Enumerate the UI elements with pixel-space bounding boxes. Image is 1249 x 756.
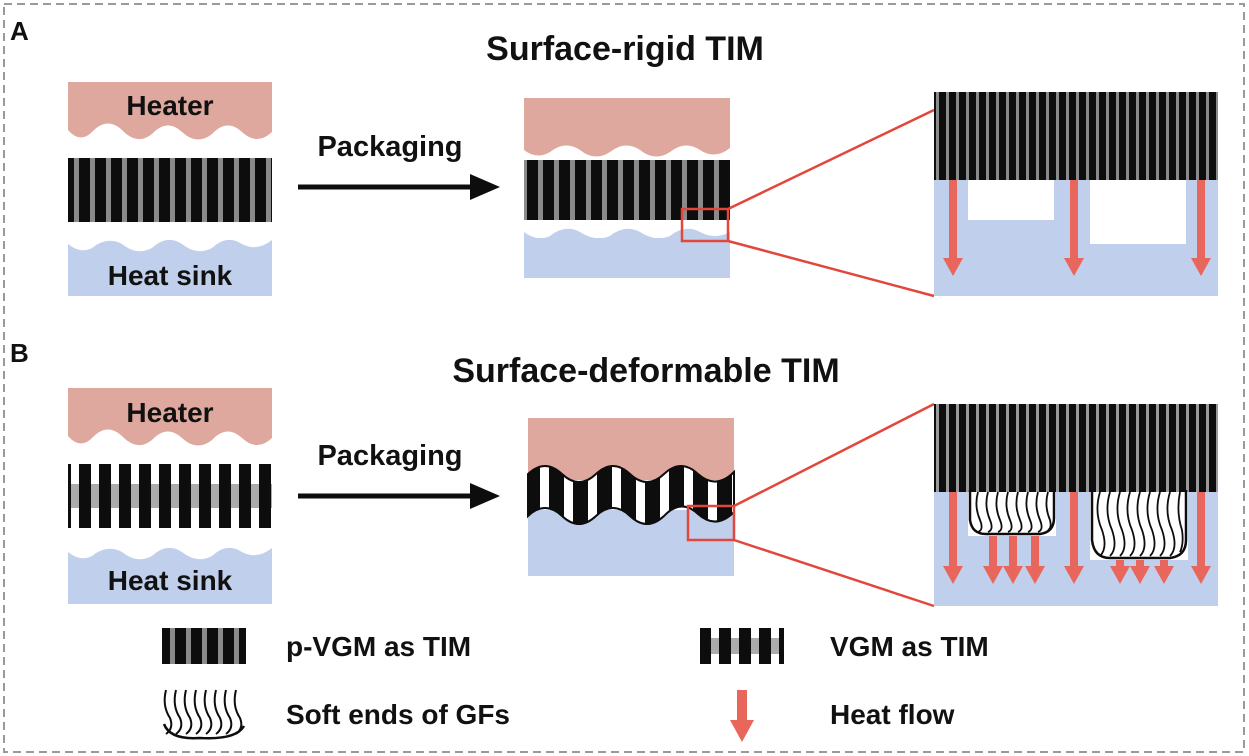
- legend-pvgm-label: p-VGM as TIM: [286, 631, 471, 662]
- heat-sink-packaged-a-base: [524, 238, 730, 278]
- heater-label-a: Heater: [126, 90, 213, 121]
- soft-ends-fill-1: [968, 490, 1056, 536]
- vgm-block-b: [68, 464, 272, 528]
- vgm-block-b-band: [68, 484, 272, 508]
- legend-heat-flow-label: Heat flow: [830, 699, 955, 730]
- heat-flow-arrows-b: [943, 492, 1211, 584]
- panel-a-letter: A: [10, 16, 29, 46]
- outer-dashed-frame: [3, 3, 1245, 753]
- gap-b-2: [1090, 490, 1188, 560]
- zoom-line-top-a: [727, 108, 935, 211]
- heat-flow-arrow-icon: [730, 690, 754, 742]
- packaging-arrowhead-icon-b: [470, 483, 500, 509]
- panel-a: A Surface-rigid TIM Heater Heat sink Pac…: [10, 16, 1218, 298]
- packaging-label-a: Packaging: [317, 131, 462, 163]
- panel-b-title: Surface-deformable TIM: [452, 352, 839, 390]
- legend-vgm-swatch-band: [700, 638, 784, 654]
- heater-block-a: [68, 82, 272, 140]
- panel-b: B Surface-deformable TIM Heater Heat sin…: [10, 338, 1218, 608]
- heat-sink-block-a: [68, 239, 272, 296]
- gap-a-1: [968, 180, 1054, 220]
- legend-vgm-label: VGM as TIM: [830, 631, 989, 662]
- zoom-line-bottom-b: [733, 538, 935, 608]
- zoom-pvgm-a: [934, 92, 1218, 180]
- heat-sink-label-a: Heat sink: [108, 260, 233, 291]
- legend-pvgm-swatch: [162, 628, 246, 664]
- zoom-box-icon: [680, 207, 730, 243]
- heat-sink-packaged-b: [528, 510, 734, 576]
- heater-block-b: [68, 388, 272, 446]
- packaging-arrowhead-icon: [470, 174, 500, 200]
- soft-ends-fill-2: [1090, 490, 1188, 560]
- soft-ends-icon: [162, 689, 246, 740]
- pvgm-packaged-a: [524, 160, 730, 220]
- heater-label-b: Heater: [126, 397, 213, 428]
- zoom-vgm-b: [934, 404, 1218, 492]
- heat-sink-label-b: Heat sink: [108, 565, 233, 596]
- zoom-box-icon-b: [686, 504, 736, 542]
- panel-b-letter: B: [10, 338, 29, 368]
- legend-soft-ends-label: Soft ends of GFs: [286, 699, 510, 730]
- heater-packaged-b: [528, 418, 734, 480]
- panel-a-title: Surface-rigid TIM: [486, 30, 764, 68]
- legend: p-VGM as TIM VGM as TIM Soft ends of GFs…: [162, 628, 989, 742]
- legend-vgm-swatch: [700, 628, 784, 664]
- gap-a-2: [1090, 180, 1186, 244]
- zoom-line-bottom-a: [727, 239, 935, 298]
- heater-packaged-a: [524, 98, 730, 157]
- packaging-label-b: Packaging: [317, 440, 462, 472]
- heat-flow-arrows-a: [943, 180, 1211, 276]
- heat-sink-block-b: [68, 547, 272, 604]
- zoom-line-top-b: [733, 402, 935, 508]
- pvgm-block-a: [68, 158, 272, 222]
